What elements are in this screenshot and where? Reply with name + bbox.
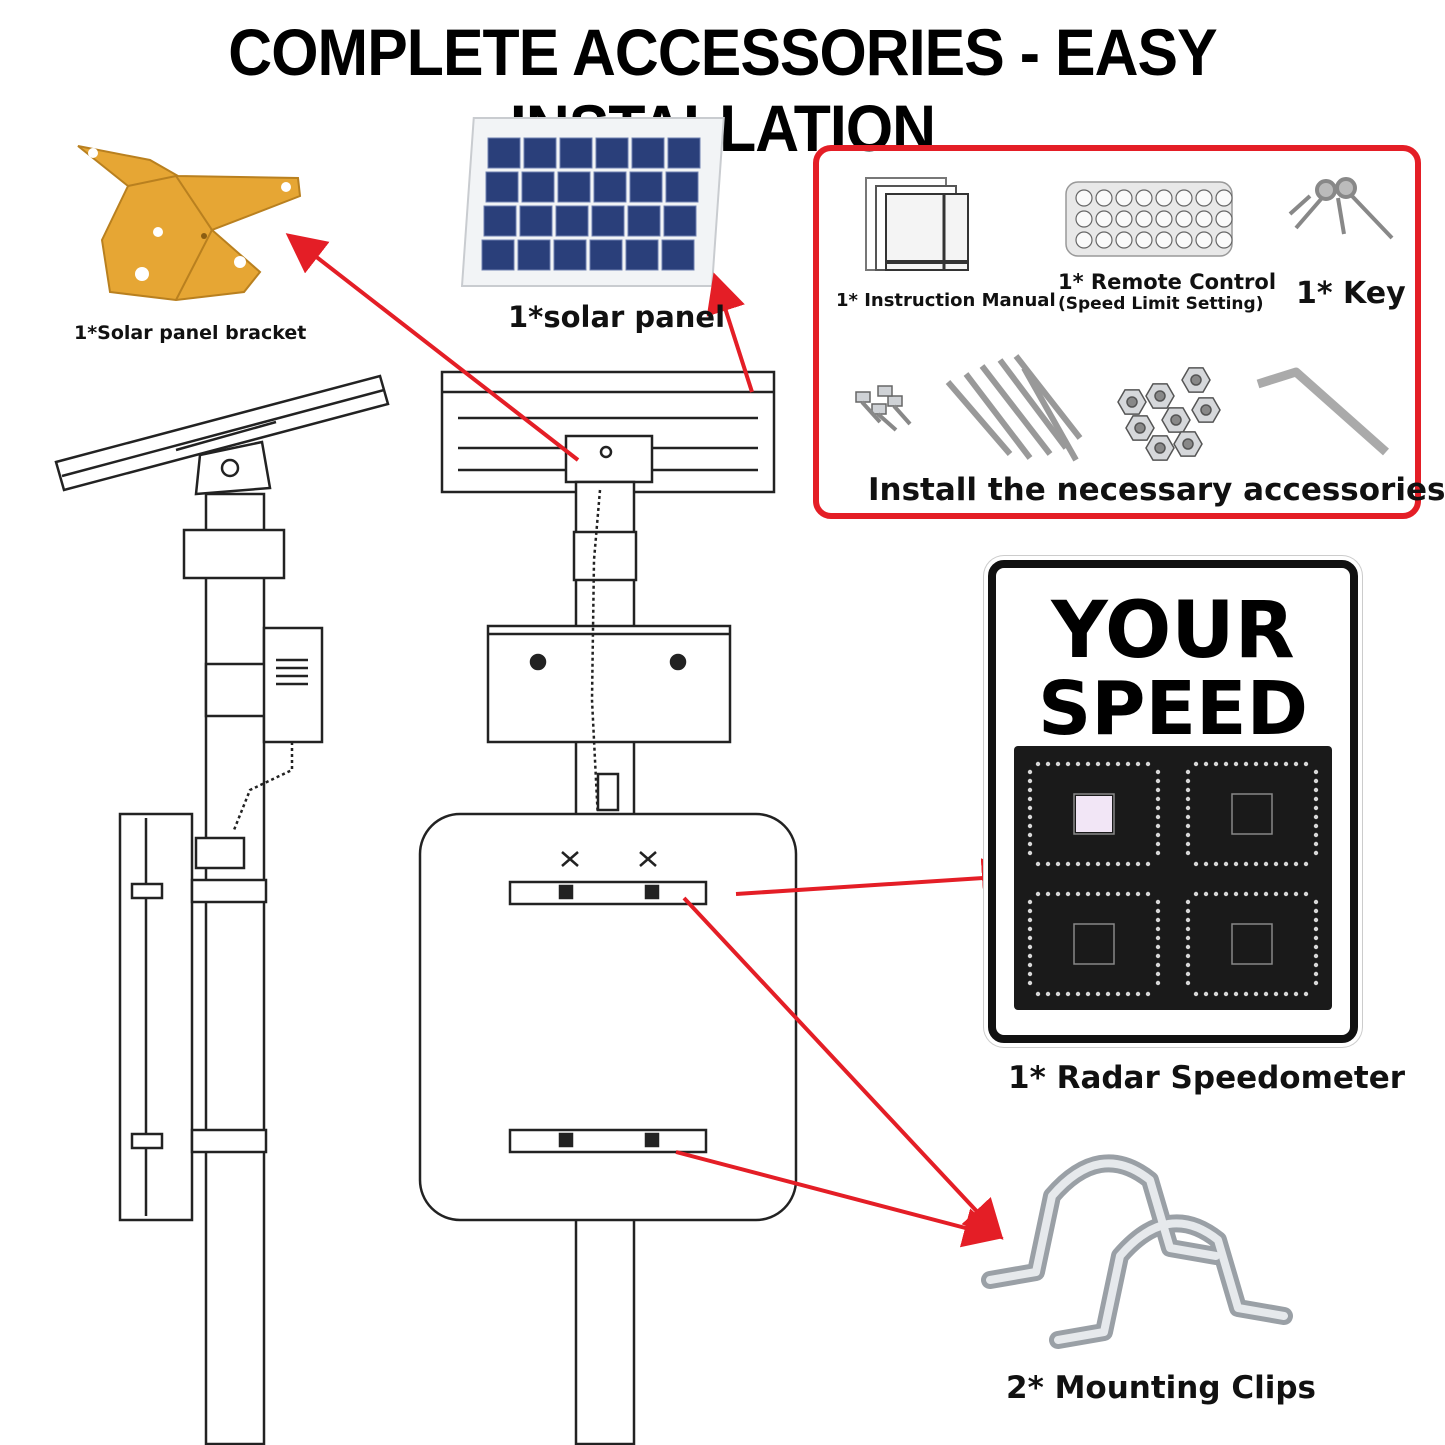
clips-label: 2* Mounting Clips	[1006, 1370, 1316, 1406]
sign-line-your: YOUR	[1051, 586, 1295, 676]
solar-panel-icon	[460, 117, 725, 287]
center-pole-drawing	[418, 370, 798, 1445]
mounting-clip-icon	[981, 1154, 1293, 1349]
bolts-icon	[945, 354, 1083, 462]
bracket-label: 1*Solar panel bracket	[74, 322, 307, 344]
accessories-box	[813, 145, 1421, 519]
bracket-icon	[77, 145, 302, 302]
left-pole-drawing	[54, 374, 390, 1445]
manual-icon	[865, 177, 969, 271]
radar-label: 1* Radar Speedometer	[1008, 1060, 1406, 1096]
sign-line-speed: SPEED	[1037, 666, 1309, 752]
led-display	[1014, 746, 1332, 1010]
key-label: 1* Key	[1296, 276, 1406, 311]
allen-wrench-icon	[1256, 367, 1389, 456]
remote-label-line2: (Speed Limit Setting)	[1058, 294, 1264, 314]
accessories-label: Install the necessary accessories	[868, 472, 1445, 508]
remote-icon	[1065, 181, 1233, 257]
remote-label-line1: 1* Remote Control	[1058, 270, 1277, 294]
arrows	[285, 233, 1022, 1248]
solar-panel-label: 1*solar panel	[508, 300, 726, 334]
remote-label: 1* Remote Control (Speed Limit Setting)	[1058, 270, 1277, 314]
screws-icon	[855, 385, 912, 432]
key-icon	[1288, 177, 1394, 240]
manual-label: 1* Instruction Manual	[836, 290, 1056, 311]
nuts-icon	[1117, 367, 1221, 461]
radar-sign: YOUR SPEED	[988, 560, 1358, 1043]
